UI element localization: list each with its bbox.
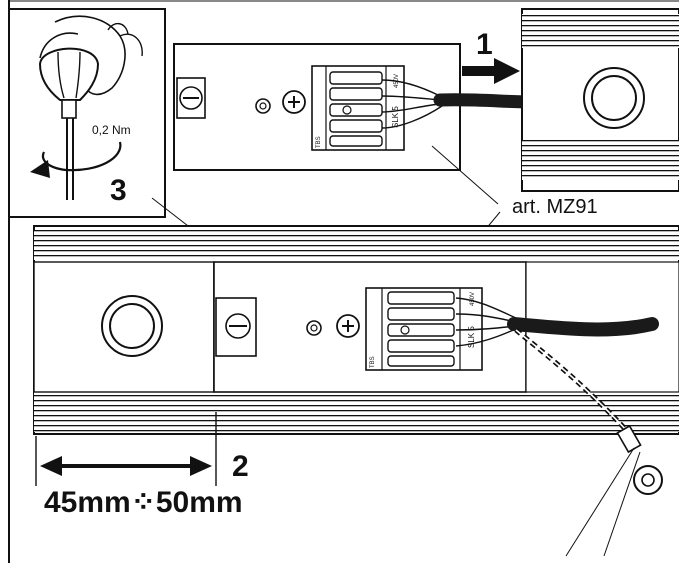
- main-terminal-block: SLK 5 450V TBS: [365, 287, 483, 371]
- top-terminal-block: SLK 5 450V TBS: [311, 65, 405, 151]
- screwdriver-inset: 0,2 Nm 3: [8, 8, 166, 218]
- push-arrow-icon: [462, 58, 520, 84]
- step-3-label: 3: [110, 174, 127, 207]
- terminal-model-label: SLK 5: [391, 106, 400, 128]
- main-terminal-voltage-label: 450V: [470, 292, 476, 306]
- torque-label: 0,2 Nm: [92, 123, 131, 137]
- part-leader-top: [431, 145, 499, 205]
- top-wires: [381, 79, 443, 129]
- ground-leader-1: [565, 447, 635, 557]
- part-label: art. MZ91: [512, 196, 598, 218]
- screwdriver-icon: [38, 15, 143, 200]
- dimension-label: 45mm⁘50mm: [44, 486, 243, 519]
- step-2-label: 2: [232, 450, 249, 483]
- main-cable: [507, 317, 659, 337]
- dimension-arrow-icon: [40, 456, 212, 476]
- main-terminal-code-label: TBS: [370, 356, 376, 368]
- ring-terminal-icon: [616, 424, 663, 495]
- step-1-label: 1: [476, 28, 493, 61]
- top-profile-end: [521, 8, 679, 192]
- rotation-arrow-icon: [30, 141, 122, 178]
- terminal-code-label: TBS: [316, 136, 322, 148]
- ground-leader-2: [603, 451, 641, 557]
- main-terminal-model-label: SLK 5: [467, 326, 476, 348]
